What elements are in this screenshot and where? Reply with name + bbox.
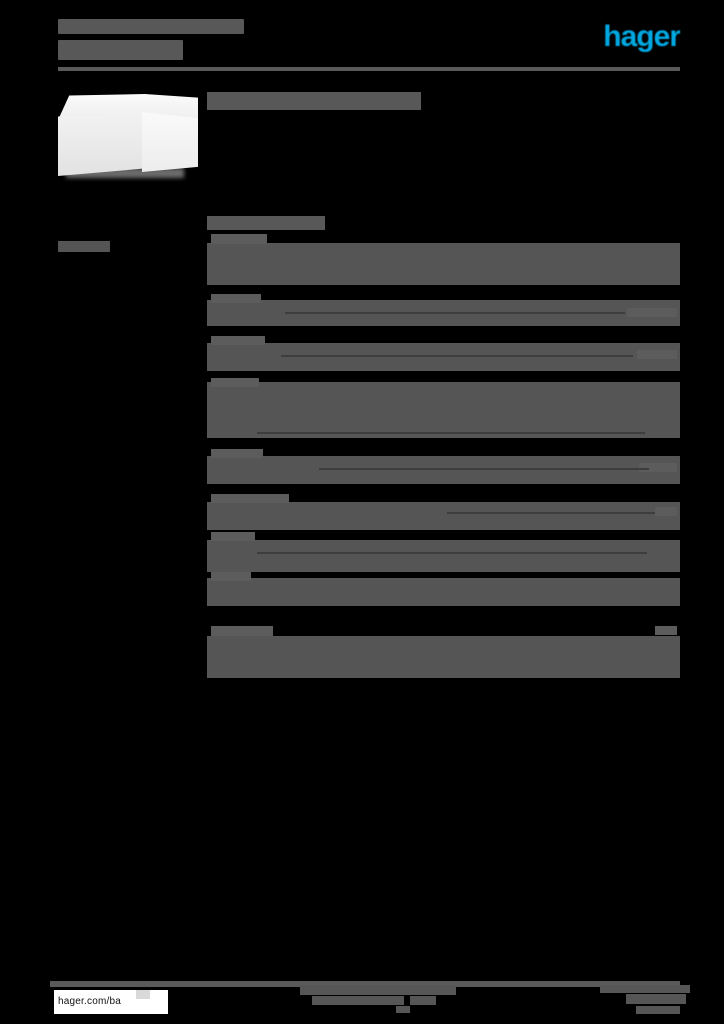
row-value — [655, 626, 677, 635]
product-box-side-face — [142, 111, 198, 172]
footer-text-block — [300, 985, 456, 995]
page-title — [207, 92, 421, 110]
document-title-line-1 — [58, 19, 244, 34]
table-row — [207, 626, 680, 678]
footer-text-block — [600, 985, 690, 993]
row-label — [211, 572, 251, 581]
row-label — [211, 626, 273, 636]
leader-line — [257, 552, 647, 554]
table-row — [207, 532, 680, 572]
leader-line — [285, 312, 625, 314]
leader-line — [447, 512, 655, 514]
section-subtitle — [207, 216, 325, 230]
footer-text-block — [626, 994, 686, 1004]
footer-text-block — [636, 1006, 680, 1014]
hager-logo: hager — [603, 22, 680, 52]
row-label — [211, 449, 263, 458]
leader-line — [319, 468, 649, 470]
document-title-line-2 — [58, 40, 183, 60]
product-shadow — [66, 168, 184, 178]
product-reference-code — [58, 241, 110, 252]
row-label — [211, 494, 289, 503]
leader-line — [257, 432, 645, 434]
page-header: hager — [0, 0, 724, 80]
footer-text-block — [396, 1006, 410, 1013]
footer-text-block — [410, 996, 436, 1005]
row-label — [211, 378, 259, 387]
footer-divider — [50, 981, 680, 987]
product-box-front-face — [58, 114, 144, 176]
table-row — [207, 572, 680, 606]
row-label — [211, 532, 255, 541]
row-label — [211, 294, 261, 303]
table-row — [207, 234, 680, 285]
row-value — [627, 308, 677, 317]
table-row — [207, 336, 680, 371]
leader-line — [281, 355, 633, 357]
footer-text-block — [312, 996, 404, 1005]
row-value — [637, 350, 677, 359]
row-value — [639, 463, 677, 472]
row-label — [211, 234, 267, 244]
table-row — [207, 449, 680, 484]
table-row — [207, 378, 680, 438]
header-divider — [58, 67, 680, 71]
row-label — [211, 336, 265, 345]
table-row — [207, 294, 680, 326]
product-image — [58, 94, 198, 182]
table-row — [207, 494, 680, 530]
row-value — [655, 507, 677, 516]
footer-url-text: hager.com/ba — [58, 996, 121, 1007]
footer-url-link[interactable]: hager.com/ba — [54, 990, 168, 1014]
footer-url-highlight — [136, 990, 150, 999]
